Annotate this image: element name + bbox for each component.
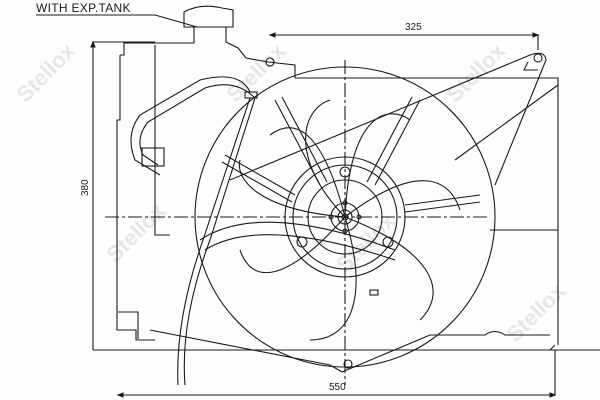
shroud-right xyxy=(295,77,559,351)
arrow-icon xyxy=(268,32,276,38)
arrow-icon xyxy=(116,392,124,398)
tank-cap xyxy=(183,5,234,28)
arrow-icon xyxy=(532,32,540,38)
dim-550-line xyxy=(118,350,556,396)
mount-hole-icon xyxy=(265,57,275,67)
shroud-left-step xyxy=(118,311,139,339)
dim-325-line xyxy=(270,34,539,50)
hose-connector xyxy=(244,91,258,99)
fan-spokes xyxy=(221,96,481,213)
coolant-hose xyxy=(130,76,256,176)
tank-inner xyxy=(154,45,170,236)
arrow-icon xyxy=(90,40,96,48)
tank-outline xyxy=(120,27,296,78)
dimension-height-label: 380 xyxy=(80,179,91,196)
mount-hole-icon xyxy=(533,53,543,63)
mount-hole-icon xyxy=(343,359,353,369)
center-line xyxy=(105,60,490,385)
shroud-left xyxy=(116,55,155,341)
hose-clip xyxy=(141,147,165,167)
fan-blades xyxy=(238,99,461,341)
dimension-bottom-label: 550 xyxy=(329,382,346,393)
dim-380-line xyxy=(92,41,600,351)
shroud-bottom xyxy=(149,329,550,373)
title-label: WITH EXP.TANK xyxy=(36,1,131,15)
arrow-icon xyxy=(549,392,557,398)
connector xyxy=(369,289,379,296)
bracket-arm xyxy=(229,52,559,186)
title-leader-line xyxy=(36,14,198,28)
wire-harness xyxy=(177,97,396,386)
dimension-top-label: 325 xyxy=(405,22,422,33)
